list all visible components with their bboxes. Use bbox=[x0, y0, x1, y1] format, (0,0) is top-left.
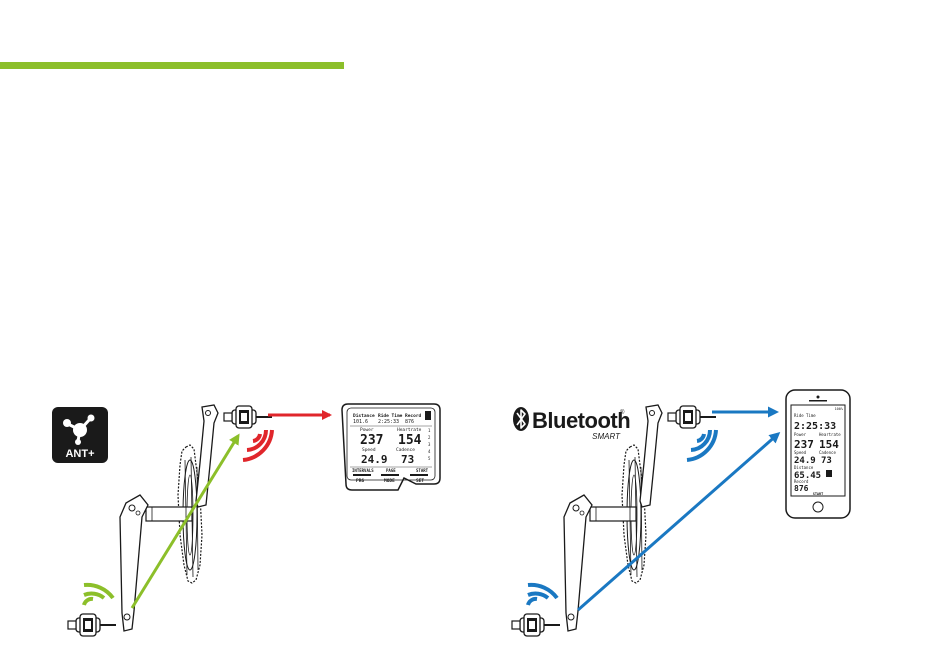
bluetooth-bottom-link-arrow bbox=[578, 434, 778, 610]
head-unit-status-start: START bbox=[416, 468, 429, 473]
ant-head-unit: Distance Ride Time Record 101.6 2:25:33 … bbox=[342, 404, 440, 490]
bluetooth-top-pedal bbox=[668, 406, 716, 428]
bluetooth-logo-suffix: SMART bbox=[592, 432, 621, 441]
phone-label-distance: Distance bbox=[794, 465, 814, 470]
smartphone: 100% Ride Time 2:25:33 Power Heartrate 2… bbox=[786, 390, 850, 518]
ant-plus-logo-icon: ANT+ bbox=[52, 407, 108, 463]
head-unit-value-distance: 101.6 bbox=[353, 419, 368, 425]
phone-label-heartrate: Heartrate bbox=[819, 432, 841, 437]
phone-label-cadence: Cadence bbox=[819, 450, 836, 455]
bluetooth-icon bbox=[513, 407, 529, 431]
ant-top-pedal bbox=[224, 406, 272, 428]
ant-green-signal-icon bbox=[84, 585, 113, 612]
ant-red-signal-icon bbox=[243, 430, 272, 460]
bluetooth-logo: Bluetooth ® SMART bbox=[513, 407, 630, 441]
ant-crankset bbox=[120, 405, 218, 631]
ant-bottom-pedal bbox=[68, 614, 116, 636]
phone-home-button[interactable] bbox=[813, 502, 823, 512]
head-unit-value-record: 876 bbox=[405, 419, 414, 425]
head-unit-prg-button[interactable]: PRG bbox=[356, 478, 364, 484]
phone-label-ride-time: Ride Time bbox=[794, 413, 816, 418]
head-unit-mode-button[interactable]: MODE bbox=[384, 478, 395, 484]
ant-plus-logo-text: ANT+ bbox=[65, 448, 94, 460]
phone-value-record: 876 bbox=[794, 484, 809, 493]
head-unit-status-intervals: INTERVALS bbox=[352, 468, 374, 473]
head-unit-value-power: 237 bbox=[360, 433, 383, 448]
ant-plus-panel: ANT+ Distance bbox=[52, 404, 440, 636]
head-unit-value-ride-time: 2:25:33 bbox=[378, 419, 399, 425]
bluetooth-bottom-pedal bbox=[512, 614, 560, 636]
phone-value-ride-time: 2:25:33 bbox=[794, 421, 836, 432]
head-unit-value-heartrate: 154 bbox=[398, 433, 422, 448]
phone-status-right: 100% bbox=[835, 407, 844, 411]
head-unit-value-cadence: 73 bbox=[401, 453, 414, 466]
phone-lap-badge bbox=[826, 470, 832, 477]
head-unit-value-speed: 24.9 bbox=[361, 453, 388, 466]
bluetooth-bottom-signal-icon bbox=[528, 585, 557, 605]
phone-label-speed: Speed bbox=[794, 450, 807, 455]
bluetooth-registered-mark: ® bbox=[620, 409, 625, 416]
head-unit-status-page: PAGE bbox=[386, 468, 396, 473]
bluetooth-logo-name: Bluetooth bbox=[532, 408, 630, 433]
phone-start-button[interactable]: START bbox=[813, 492, 824, 496]
head-unit-set-button[interactable]: SET bbox=[416, 478, 424, 484]
bluetooth-panel: Bluetooth ® SMART bbox=[512, 390, 850, 636]
bluetooth-top-signal-icon bbox=[687, 430, 716, 460]
phone-value-cadence: 73 bbox=[821, 456, 832, 466]
phone-label-power: Power bbox=[794, 432, 807, 437]
